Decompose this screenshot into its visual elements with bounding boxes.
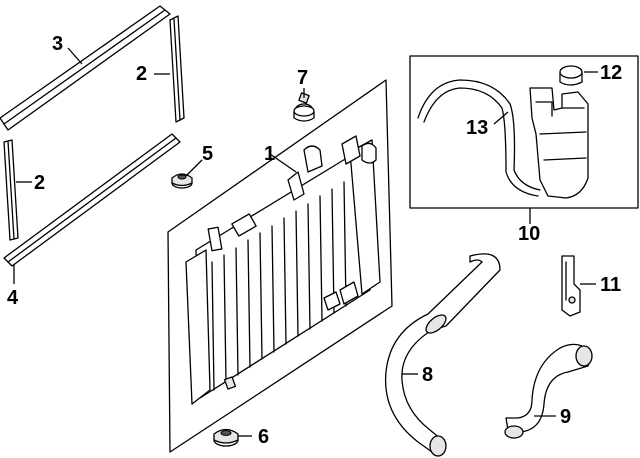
seal-right-vertical[interactable] xyxy=(169,15,185,123)
leader-lines xyxy=(13,47,598,437)
callout-2b: 2 xyxy=(34,172,45,194)
callout-10: 10 xyxy=(518,223,540,245)
radiator[interactable] xyxy=(185,135,381,405)
reservoir-hose[interactable] xyxy=(417,79,541,197)
callout-12: 12 xyxy=(600,62,622,84)
callout-6: 6 xyxy=(258,426,269,448)
lower-radiator-hose[interactable] xyxy=(504,343,593,439)
callout-8: 8 xyxy=(422,364,433,386)
seal-left-vertical[interactable] xyxy=(3,139,19,241)
callout-4: 4 xyxy=(7,287,19,309)
seal-upper-horizontal[interactable] xyxy=(0,5,171,131)
upper-radiator-hose[interactable] xyxy=(384,253,501,457)
callout-13: 13 xyxy=(466,117,488,139)
grommet-lower[interactable] xyxy=(213,428,239,447)
callout-2a: 2 xyxy=(136,63,147,85)
seal-lower-horizontal[interactable] xyxy=(3,133,181,267)
callout-11: 11 xyxy=(600,274,621,296)
callout-5: 5 xyxy=(202,143,213,165)
reservoir-bracket[interactable] xyxy=(561,255,581,317)
grommet-upper[interactable] xyxy=(171,173,193,189)
callout-9: 9 xyxy=(560,406,571,428)
callout-3: 3 xyxy=(52,33,63,55)
reservoir-kit-box xyxy=(409,55,639,209)
reservoir-tank[interactable] xyxy=(529,87,589,199)
callout-7: 7 xyxy=(297,67,308,89)
radiator-frame xyxy=(167,79,393,453)
callout-1: 1 xyxy=(264,143,275,165)
reservoir-cap[interactable] xyxy=(559,65,583,86)
